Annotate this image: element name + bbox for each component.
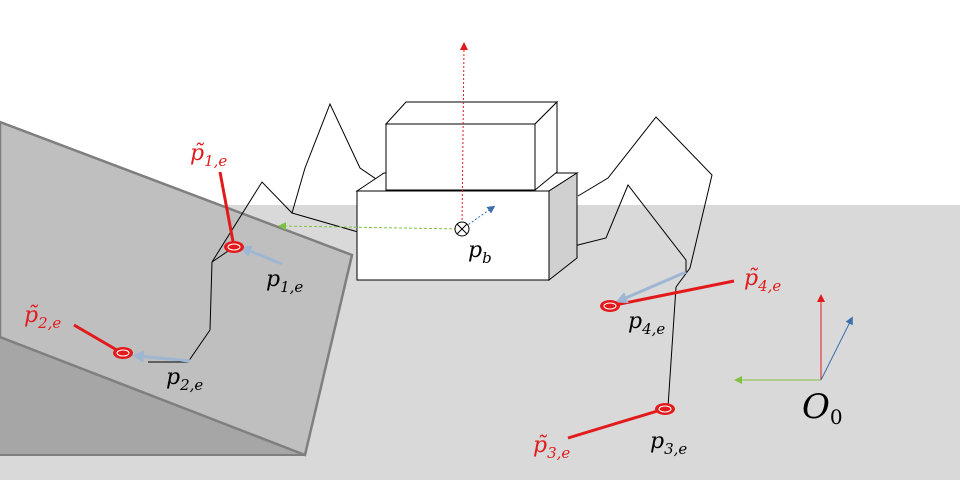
label-p3e: p3,e: [650, 429, 687, 458]
body-upper-side: [534, 100, 558, 192]
foot-2-marker: [113, 347, 133, 359]
pt2-direction-line: [73, 323, 123, 355]
label-pt1e: p̃1,e: [190, 141, 227, 170]
leg-1: [291, 102, 386, 233]
pt1-direction-line: [218, 171, 236, 248]
pb-y-axis: [278, 222, 463, 231]
label-p2e: p2,e: [166, 365, 203, 394]
label-pt4e: p̃4,e: [744, 266, 781, 295]
leg-4: [573, 184, 687, 272]
label-pt2e: p̃2,e: [24, 303, 61, 332]
label-p4e: p4,e: [628, 309, 665, 338]
label-o0: O0: [802, 387, 843, 429]
p1-force-arrow: [239, 245, 283, 266]
label-pb: pb: [468, 238, 492, 267]
pb-origin-icon: [454, 221, 470, 237]
foot-1-marker: [224, 241, 244, 253]
leg-1-lower: [211, 181, 293, 263]
body-upper-front: [385, 123, 536, 191]
pt4-direction-line: [609, 279, 735, 308]
label-p1e: p1,e: [266, 267, 303, 296]
pt3-direction-line: [567, 407, 665, 440]
body-lower-front: [356, 190, 550, 281]
label-pt3e: p̃3,e: [533, 433, 570, 462]
leg-3: [577, 116, 713, 408]
body-upper-top: [384, 101, 559, 125]
foot-4-marker: [600, 300, 620, 312]
o0-x-axis: [820, 316, 853, 381]
body-lower-side: [548, 172, 578, 282]
p4-force-arrow: [615, 270, 687, 304]
leg-2: [148, 261, 213, 363]
p2-force-arrow: [132, 350, 191, 363]
foot-3-marker: [655, 403, 675, 415]
